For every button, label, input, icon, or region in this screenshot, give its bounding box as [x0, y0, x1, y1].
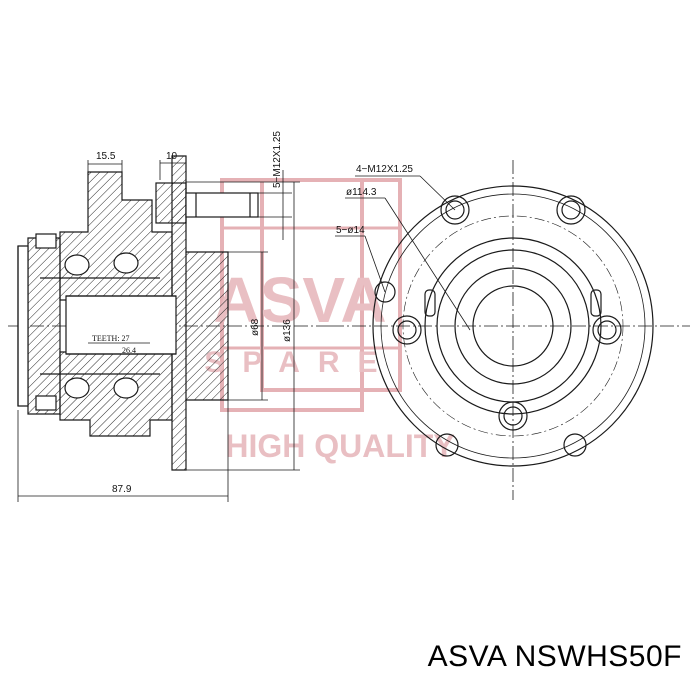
part-label: ASVA NSWHS50F: [428, 640, 682, 674]
slots: [424, 289, 602, 317]
flange-inner: [380, 193, 646, 459]
label-overall-length: 87.9: [112, 484, 132, 495]
dim-stud-offset: [159, 160, 187, 180]
watermark-logo: ASVA SPARE HIGH QUALITY: [204, 178, 455, 464]
dim-bore: [228, 251, 268, 401]
flange-outer: [372, 185, 654, 467]
bearing-balls-bottom: [64, 377, 139, 399]
seal-bottom: [35, 395, 57, 411]
dim-overall-length: [17, 400, 229, 502]
pilot: [454, 267, 572, 385]
label-flange-diameter: ø136: [282, 319, 293, 342]
label-small-holes: 5−ø14: [336, 225, 365, 236]
stud-holes: [392, 195, 622, 431]
seal-top: [35, 233, 57, 249]
label-flange-width: 15.5: [96, 151, 116, 162]
label-bolt-holes: 4−M12X1.25: [356, 164, 413, 175]
label-teeth: TEETH: 27: [92, 334, 130, 343]
label-bore-diameter: ø68: [250, 318, 261, 336]
pcd-circle: [402, 215, 624, 437]
hub-body-top: [59, 171, 173, 301]
brand-name: ASVA: [427, 640, 506, 673]
watermark-sub-text: SPARE: [204, 346, 395, 379]
front-view: [330, 160, 690, 500]
label-teeth-value: 26.4: [122, 346, 136, 355]
watermark-slogan: HIGH QUALITY: [225, 428, 454, 464]
bore-front: [472, 285, 554, 367]
label-stud-thread: 5−M12X1.25: [272, 131, 283, 188]
part-number: NSWHS50F: [514, 640, 682, 673]
small-holes: [374, 281, 587, 457]
bearing-outer-ring: [27, 237, 61, 415]
wheel-stud: [155, 182, 259, 224]
watermark-logo-text: ASVA: [213, 264, 386, 336]
bearing-balls-top: [64, 252, 139, 276]
leader-lines: [335, 175, 471, 331]
label-stud-offset: 10: [166, 151, 178, 162]
dim-flange-diameter: [186, 181, 300, 471]
label-pcd: ø114.3: [346, 187, 377, 198]
bore: [65, 295, 177, 355]
hub-ring: [424, 237, 602, 415]
section-view: [8, 155, 330, 502]
dim-flange-width: [87, 160, 123, 175]
